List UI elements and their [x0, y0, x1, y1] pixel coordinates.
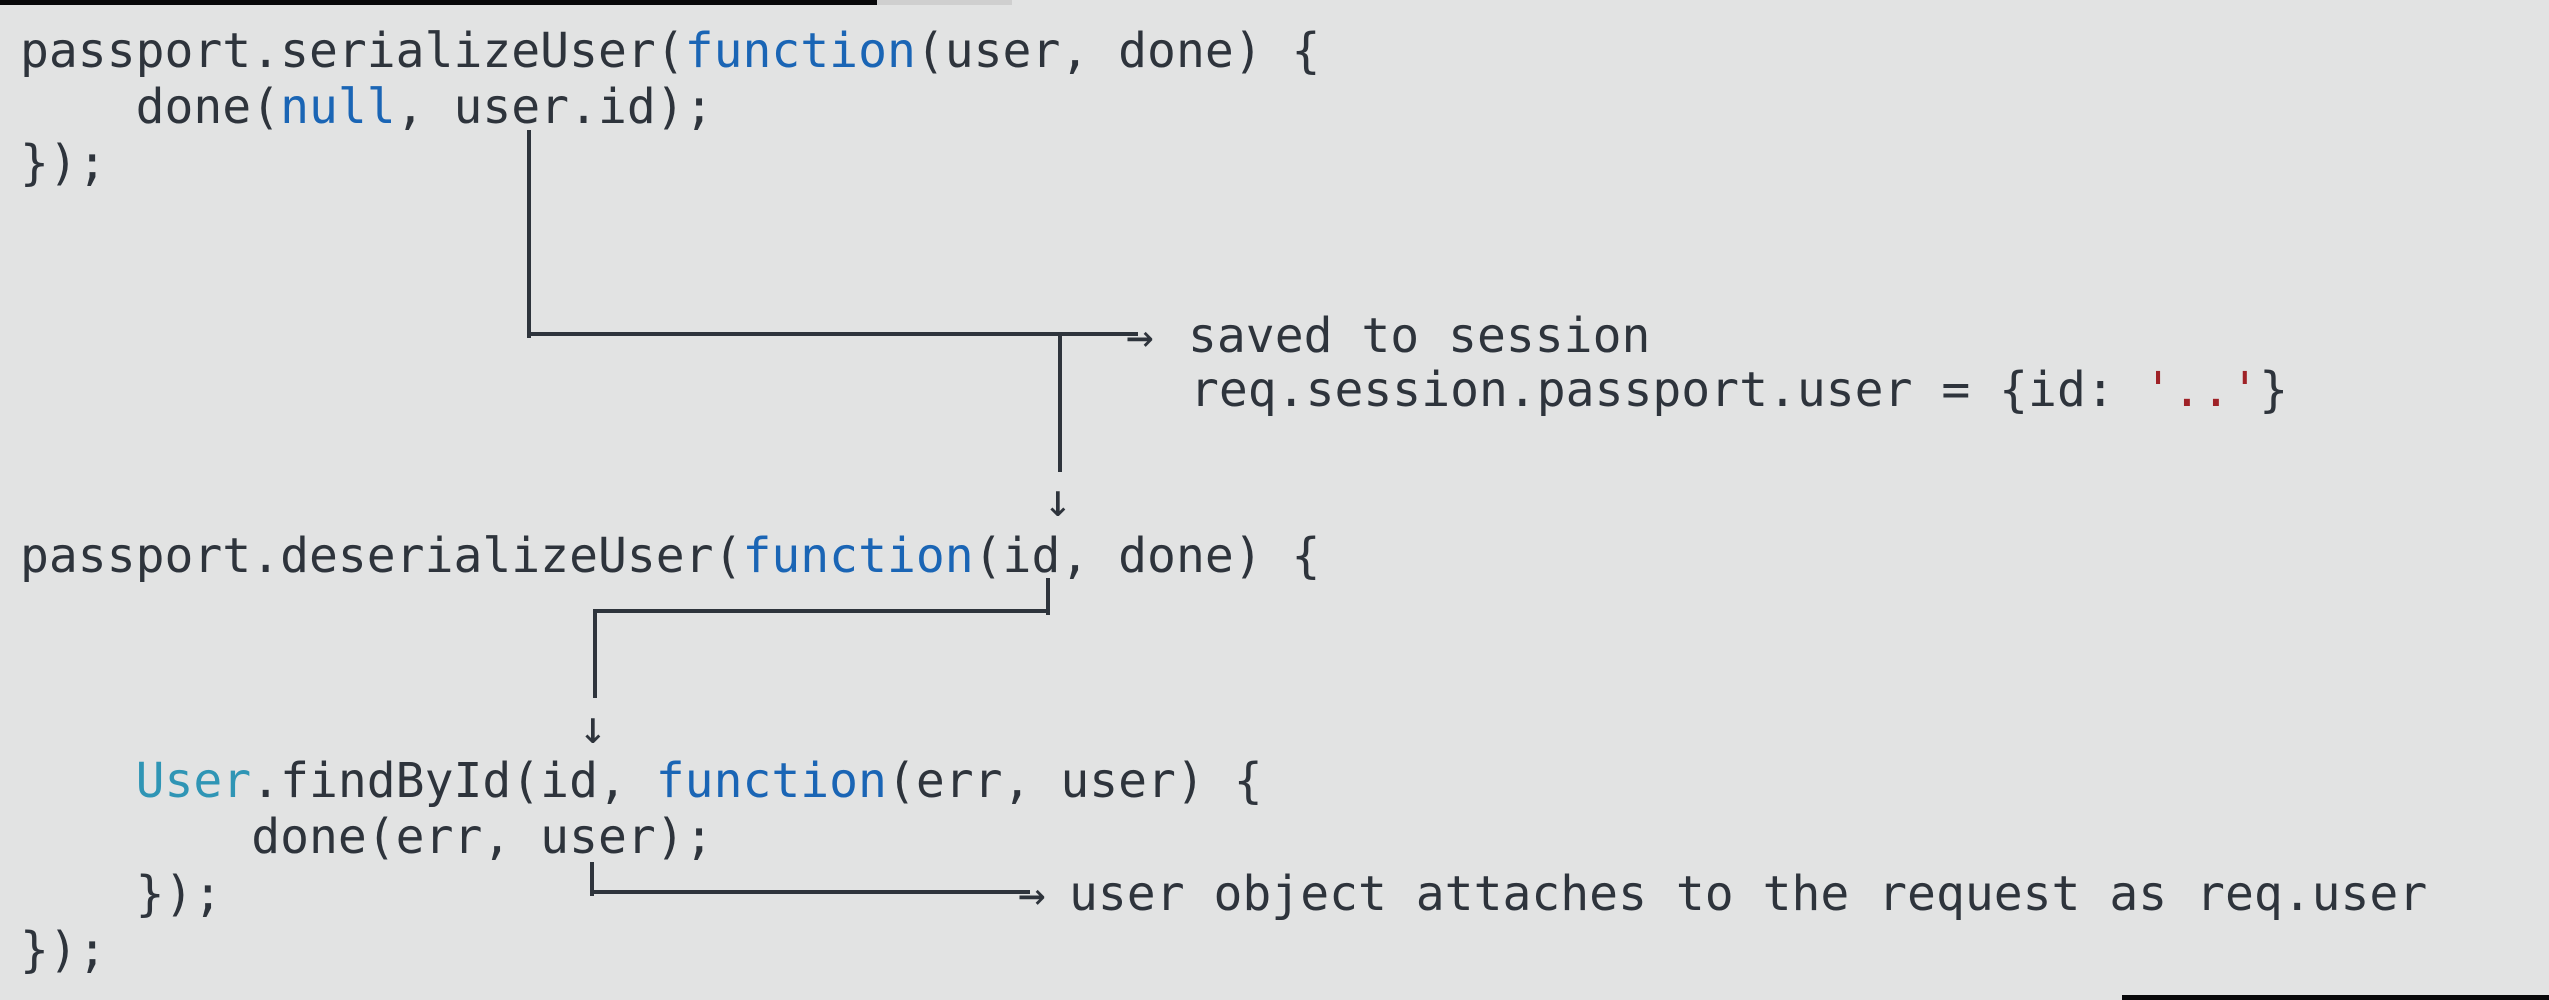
code-segment: (err, user) {: [886, 753, 1263, 809]
code-segment: (user, done) {: [915, 23, 1321, 79]
to-saved-session-line: [527, 332, 1138, 336]
req-user-note: user object attaches to the request as r…: [1069, 866, 2427, 922]
code-segment: });: [20, 866, 223, 922]
deserialize-user-open: passport.deserializeUser(function(id, do…: [20, 528, 1320, 584]
saved-to-session-note: saved to session: [1188, 308, 1650, 364]
code-segment: });: [20, 922, 107, 978]
serialize-drop-line: [527, 130, 531, 338]
code-segment: , user.id);: [395, 79, 714, 135]
session-passport-user-note: req.session.passport.user = {id: '..'}: [1190, 362, 2288, 418]
annotation-segment: }: [2259, 362, 2289, 418]
code-segment: function: [655, 753, 887, 809]
arrow-right-requser-icon: →: [1018, 867, 1046, 921]
serialize-close: });: [20, 135, 107, 191]
deserialize-stub-line: [1046, 578, 1050, 615]
done-stub-line: [590, 862, 594, 896]
code-segment: (id, done) {: [973, 528, 1321, 584]
code-segment: function: [684, 23, 916, 79]
deserialize-close: });: [20, 922, 107, 978]
bottom-edge-bar: [2122, 995, 2549, 1000]
code-segment: passport.serializeUser(: [20, 23, 685, 79]
annotation-segment: '..': [2143, 362, 2260, 418]
code-segment: });: [20, 135, 107, 191]
find-by-id-done-call: done(err, user);: [20, 809, 714, 865]
arrow-down-deserialize-icon: ↓: [1044, 473, 1072, 527]
deserialize-elbow-line: [593, 609, 1050, 613]
code-segment: done(: [20, 79, 281, 135]
annotation-segment: saved to session: [1188, 308, 1651, 364]
code-segment: User: [135, 753, 252, 809]
code-segment: passport.deserializeUser(: [20, 528, 743, 584]
annotation-segment: req.session.passport.user = {id:: [1190, 362, 2144, 418]
code-segment: [20, 753, 136, 809]
arrow-down-findbyid-icon: ↓: [579, 700, 607, 754]
code-segment: null: [280, 79, 396, 135]
code-segment: .findById(id,: [251, 753, 656, 809]
serialize-user-open: passport.serializeUser(function(user, do…: [20, 23, 1320, 79]
find-by-id-close: });: [20, 866, 223, 922]
top-edge-bar-gray: [877, 0, 1012, 5]
arrow-right-session-icon: →: [1126, 309, 1154, 363]
annotation-segment: user object attaches to the request as r…: [1069, 866, 2428, 922]
session-branch-line: [1058, 334, 1062, 472]
code-segment: done(err, user);: [20, 809, 714, 865]
deserialize-drop-line: [593, 611, 597, 698]
code-segment: function: [742, 528, 974, 584]
top-edge-bar: [0, 0, 877, 5]
find-by-id-open: User.findById(id, function(err, user) {: [20, 753, 1263, 809]
serialize-done-call: done(null, user.id);: [20, 79, 714, 135]
to-req-user-line: [590, 890, 1030, 894]
